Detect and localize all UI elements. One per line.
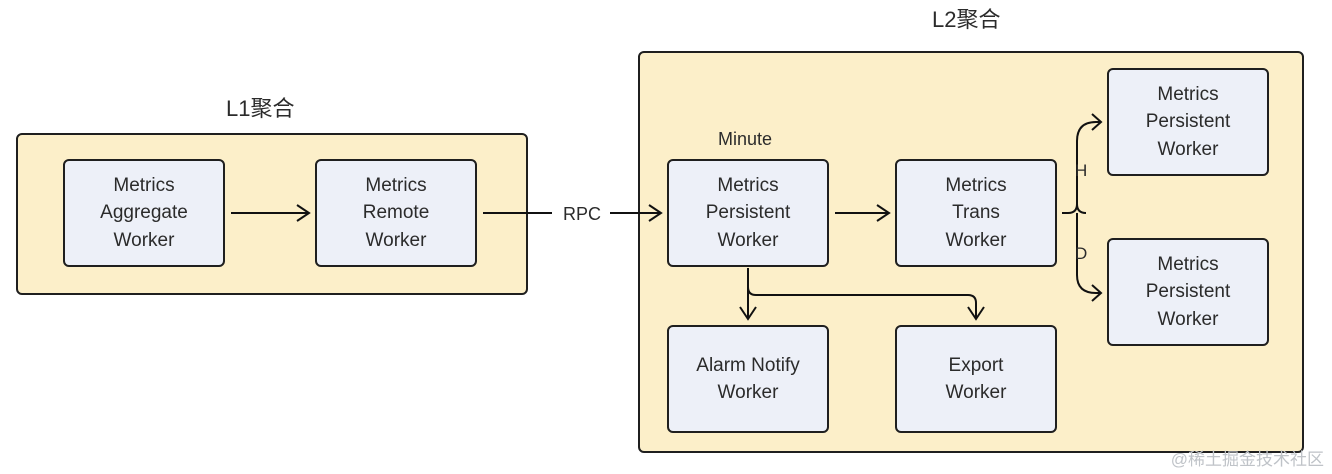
arrowhead-aggregate-to-remote (296, 204, 311, 222)
hour-label: H (1075, 161, 1088, 180)
metrics-persistent-hour-label: Metrics Persistent Worker (1145, 83, 1231, 160)
metrics-aggregate-worker-label: Metrics Aggregate Worker (100, 174, 188, 251)
export-worker-node: Export Worker (895, 325, 1057, 433)
arrow-trans-to-day (1076, 213, 1100, 294)
metrics-aggregate-worker-node: Metrics Aggregate Worker (63, 159, 225, 267)
metrics-remote-worker-node: Metrics Remote Worker (315, 159, 477, 267)
minute-label: Minute (718, 129, 773, 149)
arrowhead-persistent-to-alarm (739, 306, 757, 321)
metrics-trans-worker-node: Metrics Trans Worker (895, 159, 1057, 267)
metrics-persistent-day-node: Metrics Persistent Worker (1107, 238, 1269, 346)
arrowhead-rpc-to-persistent (648, 204, 663, 222)
metrics-persistent-hour-node: Metrics Persistent Worker (1107, 68, 1269, 176)
metrics-persistent-minute-node: Metrics Persistent Worker (667, 159, 829, 267)
l1-group-title: L1聚合 (226, 96, 295, 121)
metrics-persistent-minute-label: Metrics Persistent Worker (705, 174, 791, 251)
arrowhead-trans-to-hour (1091, 113, 1103, 131)
metrics-persistent-day-label: Metrics Persistent Worker (1145, 253, 1231, 330)
watermark: @稀土掘金技术社区 (1170, 450, 1324, 469)
day-label: D (1075, 244, 1088, 263)
alarm-notify-worker-node: Alarm Notify Worker (667, 325, 829, 433)
arrowhead-trans-to-day (1091, 284, 1103, 302)
export-worker-label: Export Worker (945, 354, 1007, 404)
arrow-persistent-to-export (747, 286, 977, 318)
metrics-remote-worker-label: Metrics Remote Worker (362, 174, 430, 251)
arrowhead-persistent-to-trans (876, 204, 891, 222)
l2-group-title: L2聚合 (932, 7, 1001, 32)
arrow-trans-to-hour (1076, 121, 1100, 204)
rpc-label: RPC (563, 204, 602, 224)
metrics-trans-worker-label: Metrics Trans Worker (945, 174, 1007, 251)
alarm-notify-worker-label: Alarm Notify Worker (696, 354, 800, 404)
arrowhead-persistent-to-export (967, 306, 985, 321)
brace-trans-split (1062, 203, 1087, 214)
